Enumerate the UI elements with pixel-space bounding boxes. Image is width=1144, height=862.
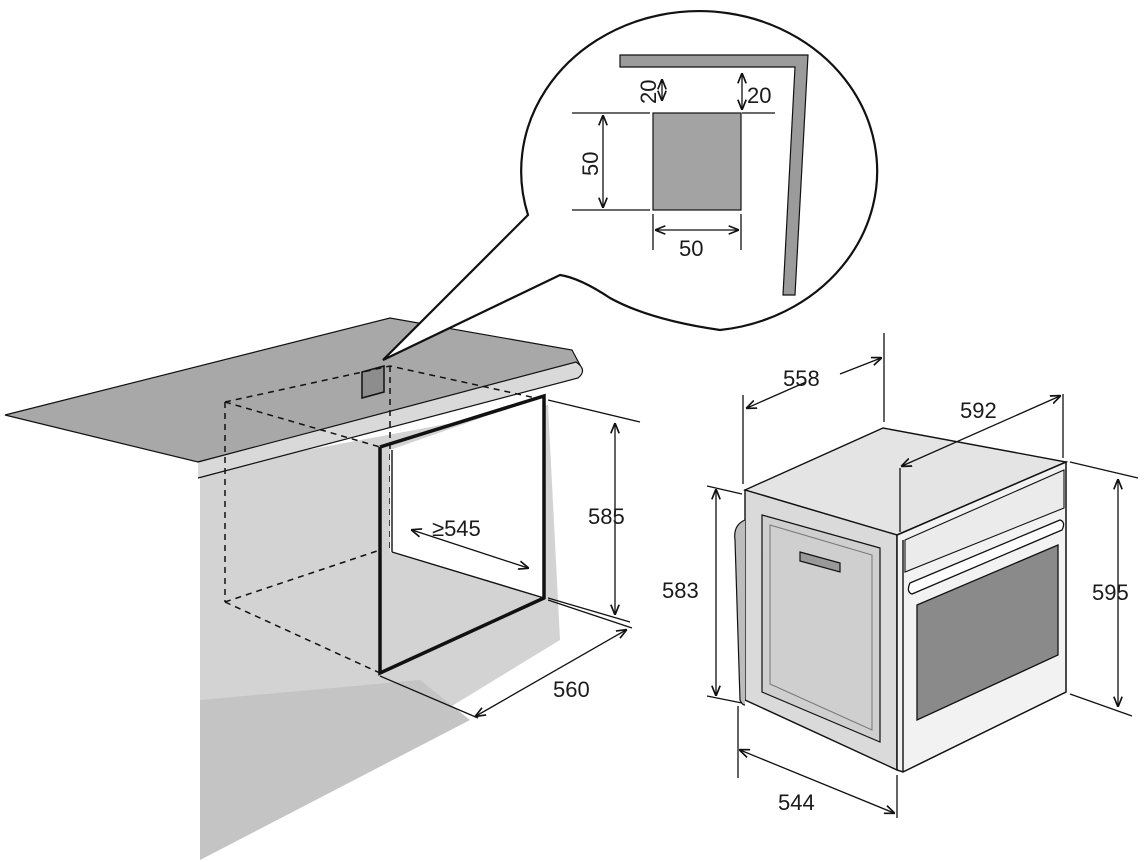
oven-illustration <box>734 427 1069 773</box>
cabinet-niche-illustration <box>4 317 584 860</box>
niche-hidden-back-top <box>224 401 381 448</box>
offset-left-label: 20 <box>636 80 661 104</box>
ventilation-cutout <box>361 365 385 399</box>
niche-hidden-back-bottom <box>224 549 381 603</box>
countertop <box>4 317 581 463</box>
niche-height-label: 585 <box>588 504 625 529</box>
oven-window <box>916 544 1059 722</box>
niche-width-label: 560 <box>553 677 590 702</box>
oven-body-depth-label: 544 <box>778 790 815 815</box>
oven-rear-lip <box>734 519 746 706</box>
niche-depth-dimension-line <box>412 530 528 568</box>
oven-body-height-label: 583 <box>662 578 699 603</box>
cutout-detail-callout: 20 20 50 50 <box>382 10 879 361</box>
callout-bubble <box>382 10 879 361</box>
oven-side-grip <box>799 551 841 573</box>
oven-front-width-dimension-line <box>902 396 1060 466</box>
niche-dimensions: ≥545 585 560 <box>379 399 641 719</box>
oven-depth-total-label: 558 <box>783 366 820 391</box>
oven-depth-total-dimension-line <box>747 381 807 408</box>
oven-control-strip <box>904 469 1065 573</box>
offset-right-label: 20 <box>747 83 771 108</box>
oven-side-panel <box>761 514 881 743</box>
oven-body-depth-dimension-line <box>740 750 894 813</box>
cutout-height-label: 50 <box>578 152 603 176</box>
cabinet-floor <box>200 680 470 860</box>
niche-width-dimension-line <box>476 630 626 716</box>
countertop-front-edge <box>197 361 584 479</box>
oven-door-handle <box>907 519 1065 595</box>
cabinet-corner-section <box>619 54 809 296</box>
oven-total-height-label: 595 <box>1092 580 1129 605</box>
niche-min-depth-label: ≥545 <box>432 516 481 541</box>
oven-dimensions: 558 592 583 595 544 <box>662 333 1139 818</box>
cutout-width-label: 50 <box>679 236 703 261</box>
oven-front-width-label: 592 <box>960 398 997 423</box>
cutout-square <box>652 112 742 211</box>
oven-side-panel-inner <box>769 524 873 731</box>
